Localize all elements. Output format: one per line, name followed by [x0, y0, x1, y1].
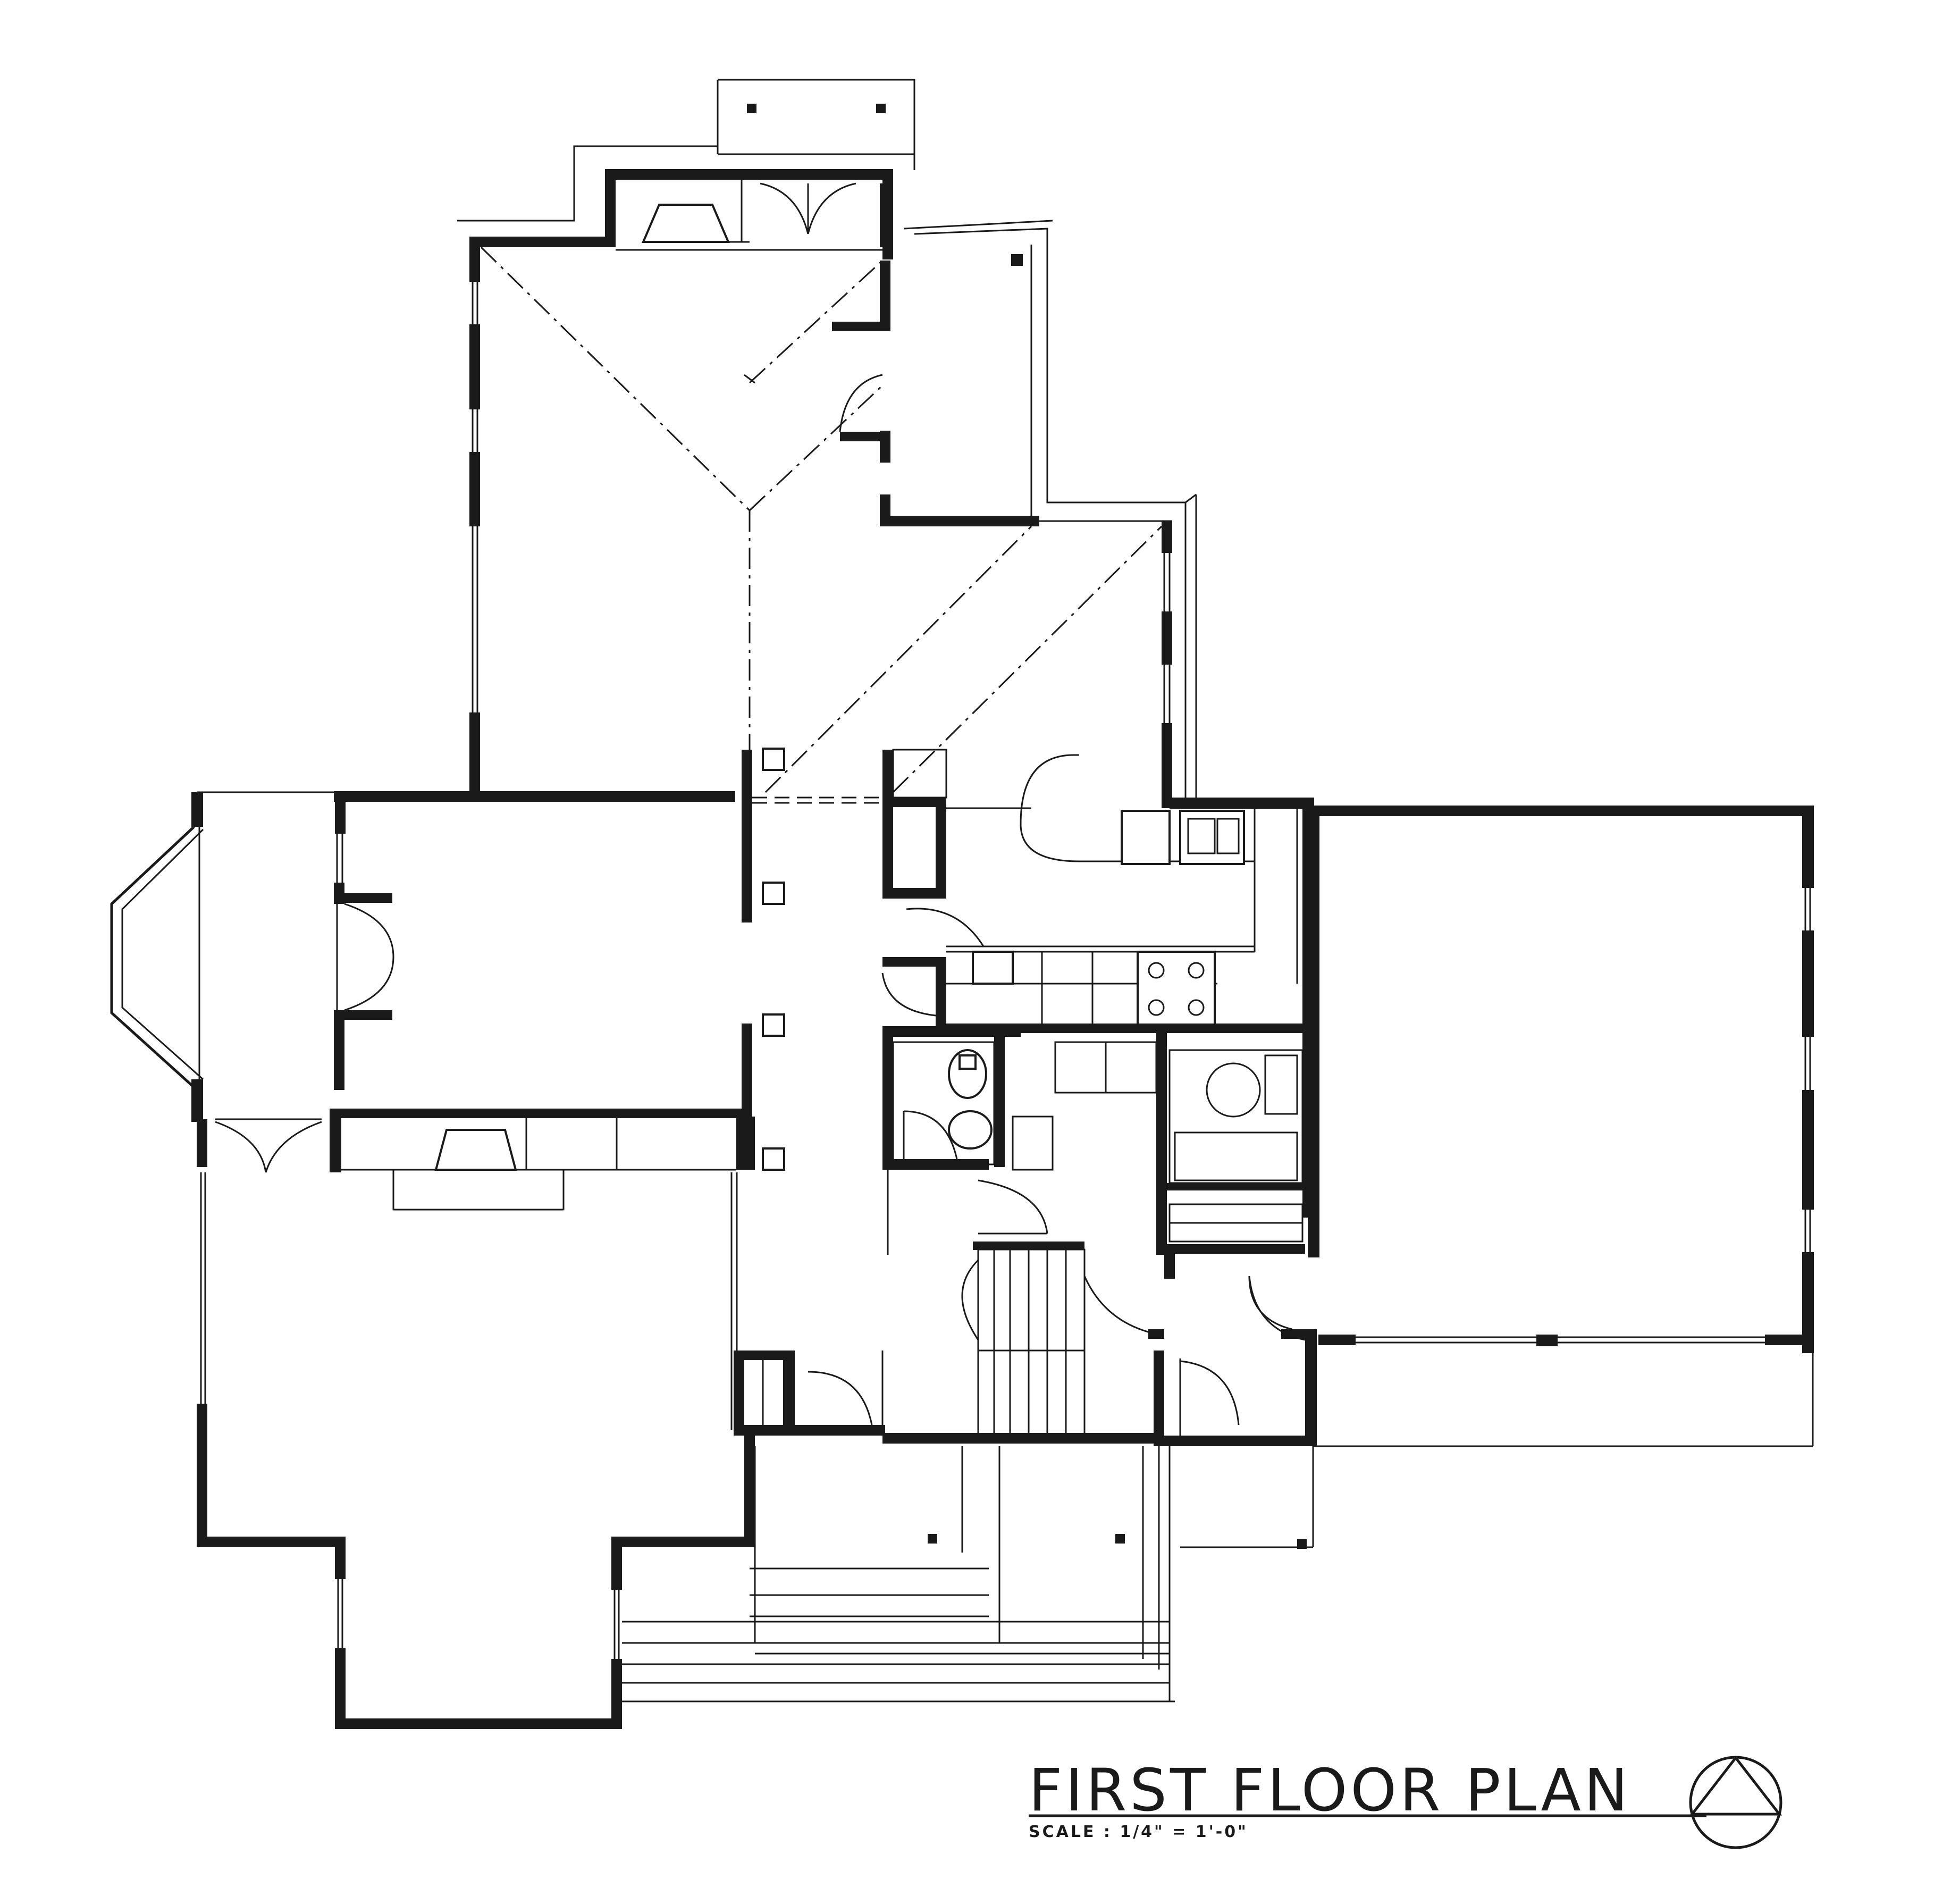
hall-stair: [882, 1026, 1164, 1444]
living-room-walls: [197, 1118, 755, 1729]
entry-porch-roof-outline: [717, 79, 915, 170]
drawing-scale: SCALE : 1/4" = 1'-0": [1029, 1823, 1248, 1841]
porch-column: [747, 104, 756, 113]
main-body-walls: [334, 748, 880, 1171]
porch-column: [928, 1534, 937, 1544]
porch-column: [1115, 1534, 1125, 1544]
bay-window: [110, 791, 340, 1122]
garage: [1248, 806, 1814, 1447]
service-rooms: [882, 1031, 1317, 1446]
kitchen: [881, 749, 1314, 1218]
family-room-roof-outline: [457, 145, 1197, 800]
roof-ridge-lines: [480, 246, 1163, 798]
title-block: FIRST FLOOR PLAN SCALE : 1/4" = 1'-0": [1029, 1756, 1706, 1841]
family-room-walls: [469, 169, 1172, 800]
dining-room-walls: [330, 829, 744, 1172]
porch-column: [1297, 1539, 1307, 1549]
porch-column: [876, 104, 886, 113]
front-porch-steps: [622, 1446, 1314, 1702]
living-room-fireplace: [339, 1118, 736, 1211]
drawing-title: FIRST FLOOR PLAN: [1029, 1756, 1631, 1824]
study-closet-walls: [734, 1351, 885, 1436]
roof-column: [1011, 254, 1023, 266]
north-arrow-icon: [1689, 1755, 1782, 1849]
